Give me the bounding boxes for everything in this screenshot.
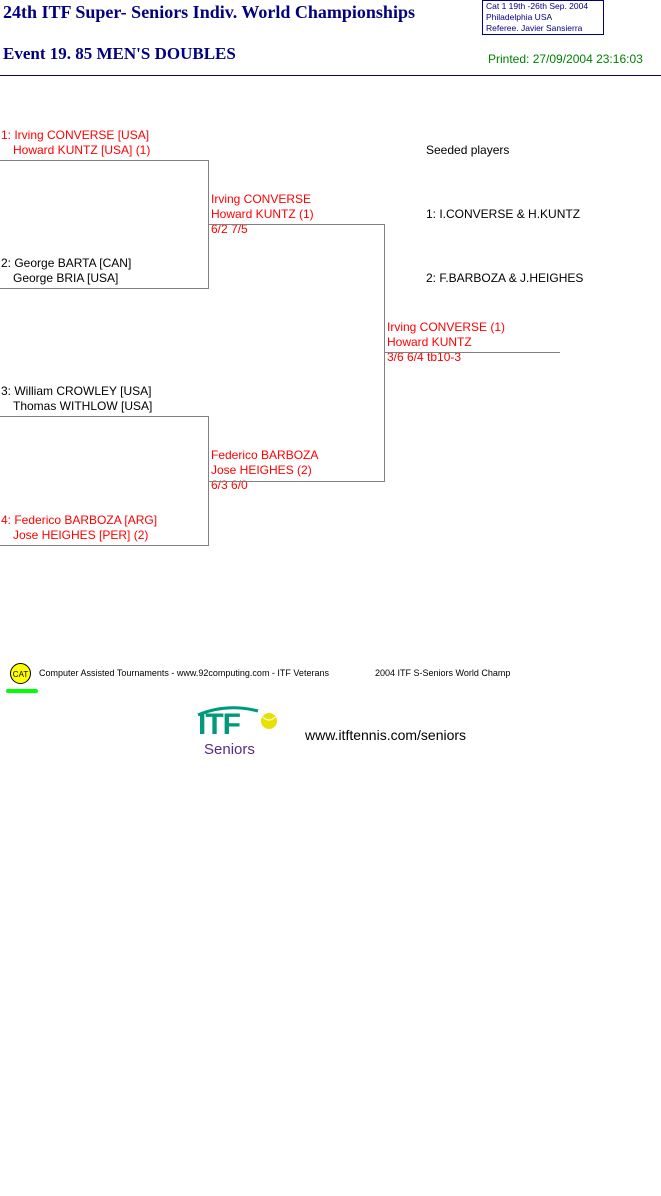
- itf-seniors-url[interactable]: www.itftennis.com/seniors: [305, 727, 467, 743]
- final-winner-player-2: Howard KUNTZ: [387, 335, 472, 349]
- r2-winner-1-score: 6/2 7/5: [211, 222, 248, 236]
- r1-line-1: [0, 160, 208, 161]
- final-winner: Irving CONVERSE (1) Howard KUNTZ 3/6 6/4…: [387, 320, 505, 365]
- r1-entry-4: 4: Federico BARBOZA [ARG] Jose HEIGHES […: [1, 513, 157, 543]
- r1-entry-2-player-1: 2: George BARTA [CAN]: [1, 256, 132, 270]
- info-category-dates: Cat 1 19th -26th Sep. 2004: [486, 1, 589, 11]
- cat-logo-icon: CAT: [10, 663, 31, 684]
- final-score: 3/6 6/4 tb10-3: [387, 350, 462, 364]
- r2-line-1: [208, 224, 384, 225]
- r1-line-2: [0, 288, 208, 289]
- r2-winner-1-player-1: Irving CONVERSE: [211, 192, 312, 206]
- final-line: [384, 352, 560, 353]
- r1-entry-3-player-1: 3: William CROWLEY [USA]: [1, 384, 152, 398]
- r1-entry-2: 2: George BARTA [CAN] George BRIA [USA]: [1, 256, 131, 286]
- info-location: Philadelphia USA: [486, 12, 553, 22]
- r1-entry-4-player-1: 4: Federico BARBOZA [ARG]: [1, 513, 158, 527]
- software-credit: Computer Assisted Tournaments - www.92co…: [39, 668, 329, 678]
- r1-line-3: [0, 416, 208, 417]
- r2-winner-1: Irving CONVERSE Howard KUNTZ (1) 6/2 7/5: [211, 192, 314, 237]
- event-title: Event 19. 85 MEN'S DOUBLES: [3, 44, 236, 63]
- seniors-logo-text: Seniors: [204, 741, 255, 758]
- r2-winner-1-player-2: Howard KUNTZ (1): [211, 207, 314, 221]
- tournament-title: 24th ITF Super- Seniors Indiv. World Cha…: [3, 2, 415, 22]
- itf-logo-graphic: [197, 706, 277, 729]
- r2-winner-2-player-1: Federico BARBOZA: [211, 448, 319, 462]
- r1-entry-1: 1: Irving CONVERSE [USA] Howard KUNTZ [U…: [1, 128, 150, 158]
- r2-connector: [384, 224, 385, 482]
- r1-entry-4-player-2: Jose HEIGHES [PER] (2): [13, 528, 149, 542]
- tournament-info-box: Cat 1 19th -26th Sep. 2004 Philadelphia …: [482, 0, 604, 35]
- itf-seniors-logo: ITF Seniors: [196, 705, 286, 761]
- r1-line-4: [0, 545, 208, 546]
- info-referee: Referee. Javier Sansierra: [486, 23, 583, 33]
- seed-2: 2: F.BARBOZA & J.HEIGHES: [426, 271, 584, 285]
- itf-logo-text: ITF: [198, 708, 241, 741]
- r1-entry-2-player-2: George BRIA [USA]: [13, 271, 119, 285]
- final-winner-player-1: Irving CONVERSE (1): [387, 320, 506, 334]
- r1-entry-1-player-1: 1: Irving CONVERSE [USA]: [1, 128, 150, 142]
- tournament-footer-name: 2004 ITF S-Seniors World Champ: [375, 668, 511, 678]
- r2-line-2: [208, 481, 384, 482]
- r2-winner-2: Federico BARBOZA Jose HEIGHES (2) 6/3 6/…: [211, 448, 318, 493]
- r1-entry-1-player-2: Howard KUNTZ [USA] (1): [13, 143, 151, 157]
- header-divider: [0, 75, 661, 76]
- r1-entry-3-player-2: Thomas WITHLOW [USA]: [13, 399, 153, 413]
- r1-entry-3: 3: William CROWLEY [USA] Thomas WITHLOW …: [1, 384, 152, 414]
- printed-timestamp: Printed: 27/09/2004 23:16:03: [488, 52, 643, 66]
- r2-winner-2-player-2: Jose HEIGHES (2): [211, 463, 312, 477]
- cat-logo-underline: [6, 689, 38, 693]
- seed-1: 1: I.CONVERSE & H.KUNTZ: [426, 207, 581, 221]
- seeded-players-title: Seeded players: [426, 143, 510, 157]
